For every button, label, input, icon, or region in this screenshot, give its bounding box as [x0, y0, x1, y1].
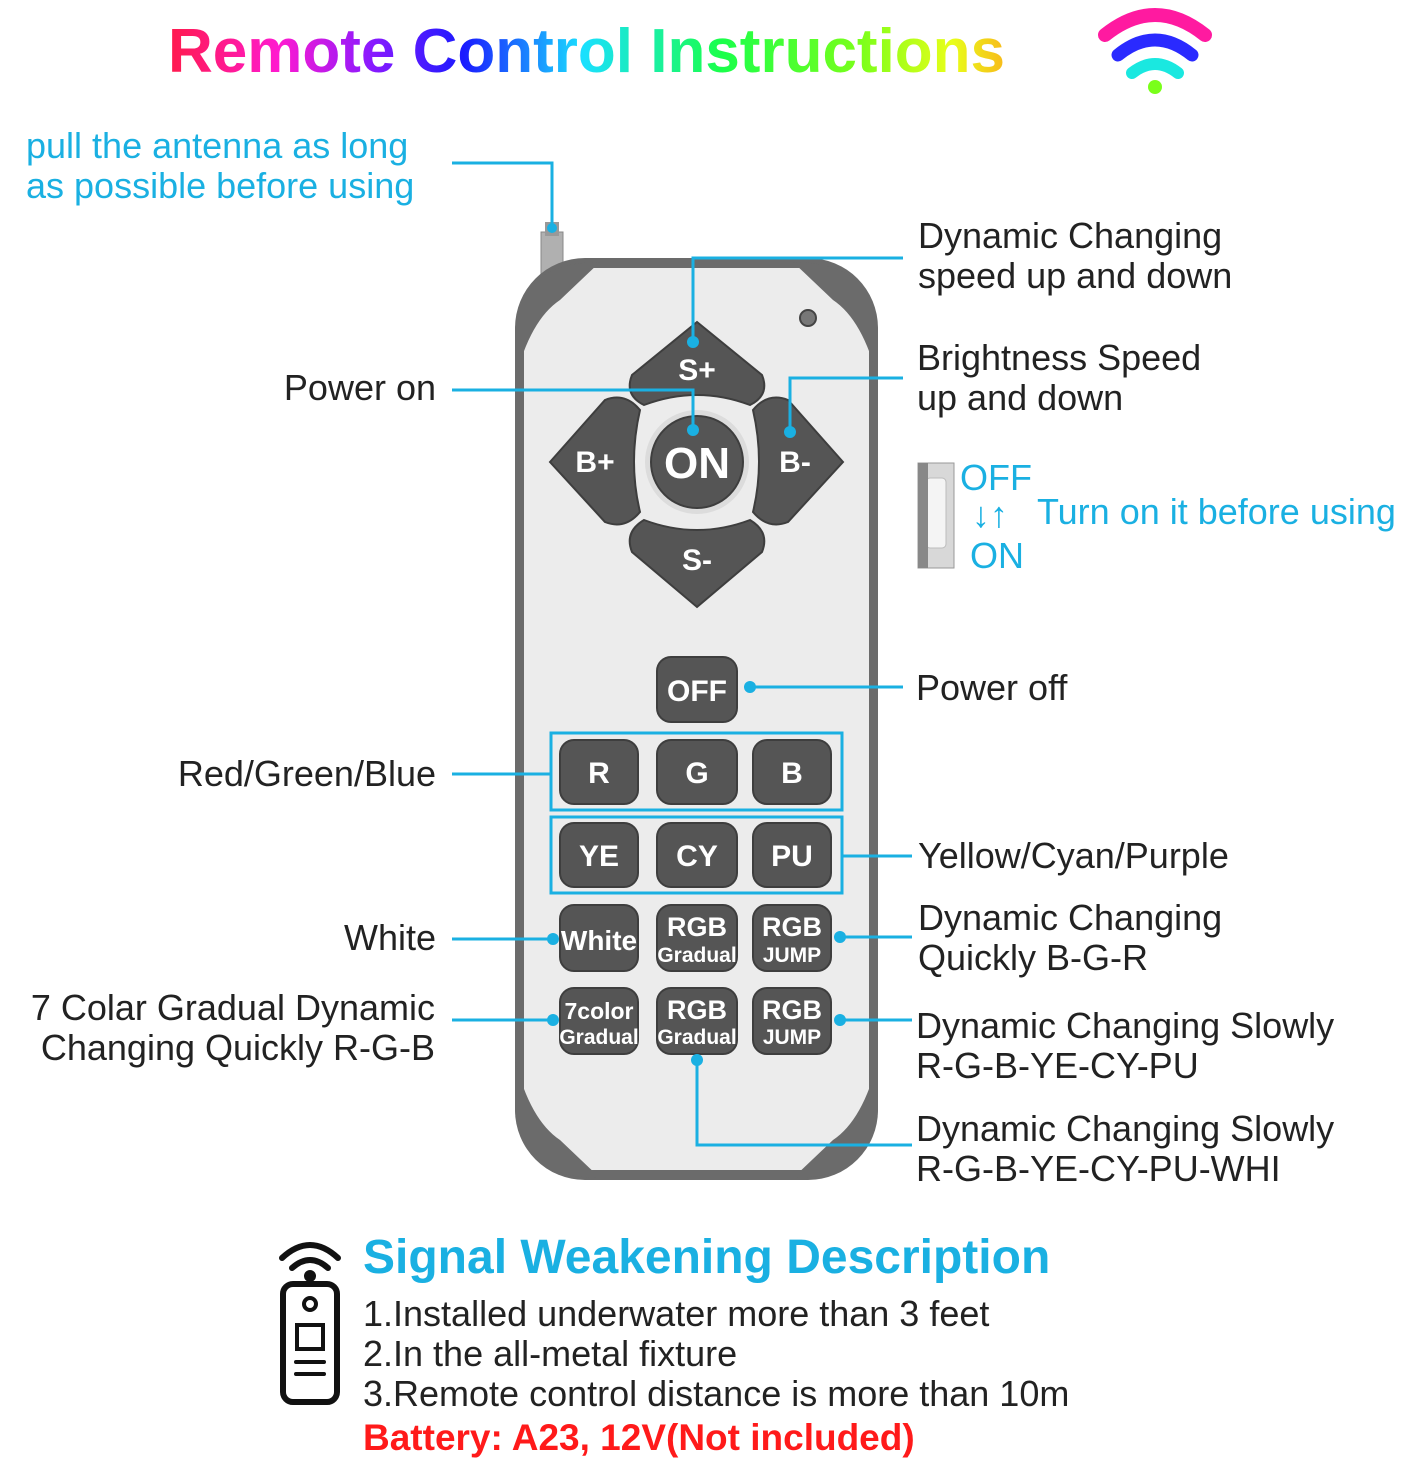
- svg-text:ON: ON: [664, 439, 730, 488]
- signal-item: 1.Installed underwater more than 3 feet: [363, 1293, 989, 1334]
- page-title: Remote Control Instructions: [168, 17, 1005, 86]
- s-plus-button[interactable]: S+: [628, 320, 766, 407]
- svg-text:G: G: [685, 757, 708, 790]
- label-power-off: Power off: [916, 667, 1068, 708]
- battery-note: Battery: A23, 12V(Not included): [363, 1417, 915, 1458]
- svg-text:R: R: [588, 757, 610, 790]
- b-minus-button[interactable]: B-: [751, 396, 845, 526]
- svg-text:OFF: OFF: [667, 675, 727, 708]
- power-switch-icon: [917, 462, 955, 569]
- red-button[interactable]: R: [559, 739, 639, 805]
- label-rgb: Red/Green/Blue: [178, 753, 436, 794]
- label-ycp: Yellow/Cyan/Purple: [918, 835, 1229, 876]
- switch-off-label: OFF: [960, 457, 1032, 498]
- led-indicator: [799, 309, 817, 327]
- cyan-button[interactable]: CY: [656, 822, 738, 888]
- signal-item: 2.In the all-metal fixture: [363, 1333, 737, 1374]
- yellow-button[interactable]: YE: [559, 822, 639, 888]
- white-button[interactable]: White: [559, 904, 639, 972]
- blue-button[interactable]: B: [752, 739, 832, 805]
- rgb-group-frame: [549, 731, 844, 812]
- svg-text:S-: S-: [682, 544, 712, 577]
- remote-control: S+ S- B+ B- ON OFF R G B YE: [515, 222, 878, 1180]
- signal-item: 3.Remote control distance is more than 1…: [363, 1373, 1069, 1414]
- on-button[interactable]: ON: [645, 410, 749, 514]
- off-button[interactable]: OFF: [656, 656, 738, 723]
- label-white: White: [344, 917, 436, 958]
- leader-lines: [452, 161, 912, 1147]
- green-button[interactable]: G: [656, 739, 738, 805]
- remote-signal-icon: [279, 1242, 341, 1405]
- signal-heading: Signal Weakening Description: [363, 1231, 1050, 1284]
- svg-text:PU: PU: [771, 840, 813, 873]
- svg-text:B+: B+: [575, 446, 614, 479]
- svg-text:S+: S+: [678, 354, 716, 387]
- purple-button[interactable]: PU: [752, 822, 832, 888]
- switch-arrows-icon: ↓↑: [972, 494, 1008, 535]
- b-plus-button[interactable]: B+: [548, 396, 642, 526]
- antenna-note: pull the antenna as long as possible bef…: [26, 125, 418, 206]
- svg-text:CY: CY: [676, 840, 718, 873]
- label-power-on: Power on: [284, 367, 436, 408]
- svg-text:YE: YE: [579, 840, 619, 873]
- svg-text:B-: B-: [779, 446, 811, 479]
- switch-on-label: ON: [970, 535, 1024, 576]
- s-minus-button[interactable]: S-: [628, 518, 766, 609]
- svg-text:B: B: [781, 757, 803, 790]
- svg-text:White: White: [561, 925, 637, 956]
- switch-note: Turn on it before using: [1037, 491, 1396, 532]
- wifi-icon: [1098, 8, 1212, 94]
